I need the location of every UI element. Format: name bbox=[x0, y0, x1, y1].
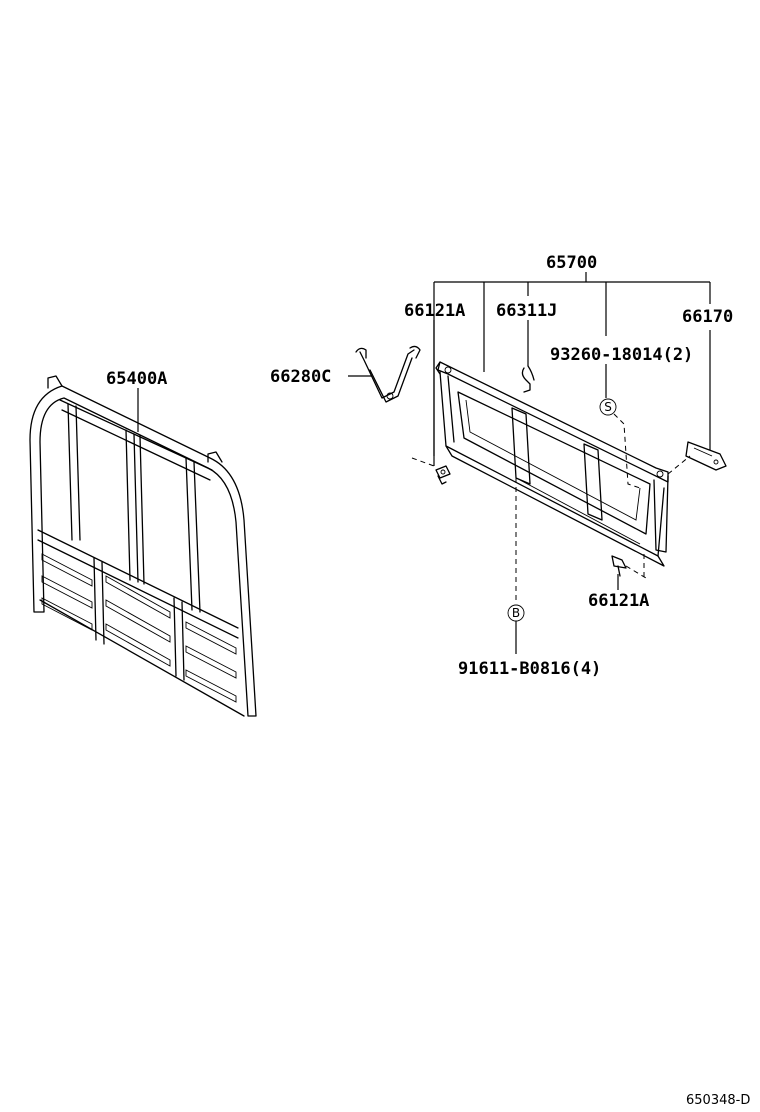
clip-66121a-upper bbox=[435, 465, 451, 485]
dash-handle bbox=[667, 455, 691, 475]
hook-66311j bbox=[521, 365, 535, 393]
label-91611: 91611-B0816(4) bbox=[458, 659, 601, 679]
label-66170: 66170 bbox=[682, 307, 733, 327]
handle-66170 bbox=[685, 441, 727, 471]
clip-66121a-lower bbox=[611, 555, 627, 577]
dash-clip-upper bbox=[411, 457, 435, 467]
marker-b: B bbox=[512, 606, 520, 620]
label-66121a-upper: 66121A bbox=[404, 301, 465, 321]
marker-s-circle bbox=[599, 398, 617, 416]
marker-s: S bbox=[604, 400, 612, 414]
dash-clip-lower bbox=[625, 565, 647, 579]
label-66311j: 66311J bbox=[496, 301, 557, 321]
panel-65400a bbox=[29, 375, 257, 717]
label-66280c: 66280C bbox=[270, 367, 331, 387]
label-93260: 93260-18014(2) bbox=[550, 345, 693, 365]
label-65400a: 65400A bbox=[106, 369, 167, 389]
label-65700: 65700 bbox=[546, 253, 597, 273]
reference-code: 650348-D bbox=[686, 1093, 750, 1108]
tailgate-65700 bbox=[435, 361, 669, 567]
label-66121a-lower: 66121A bbox=[588, 591, 649, 611]
strap-66280c bbox=[355, 345, 421, 403]
